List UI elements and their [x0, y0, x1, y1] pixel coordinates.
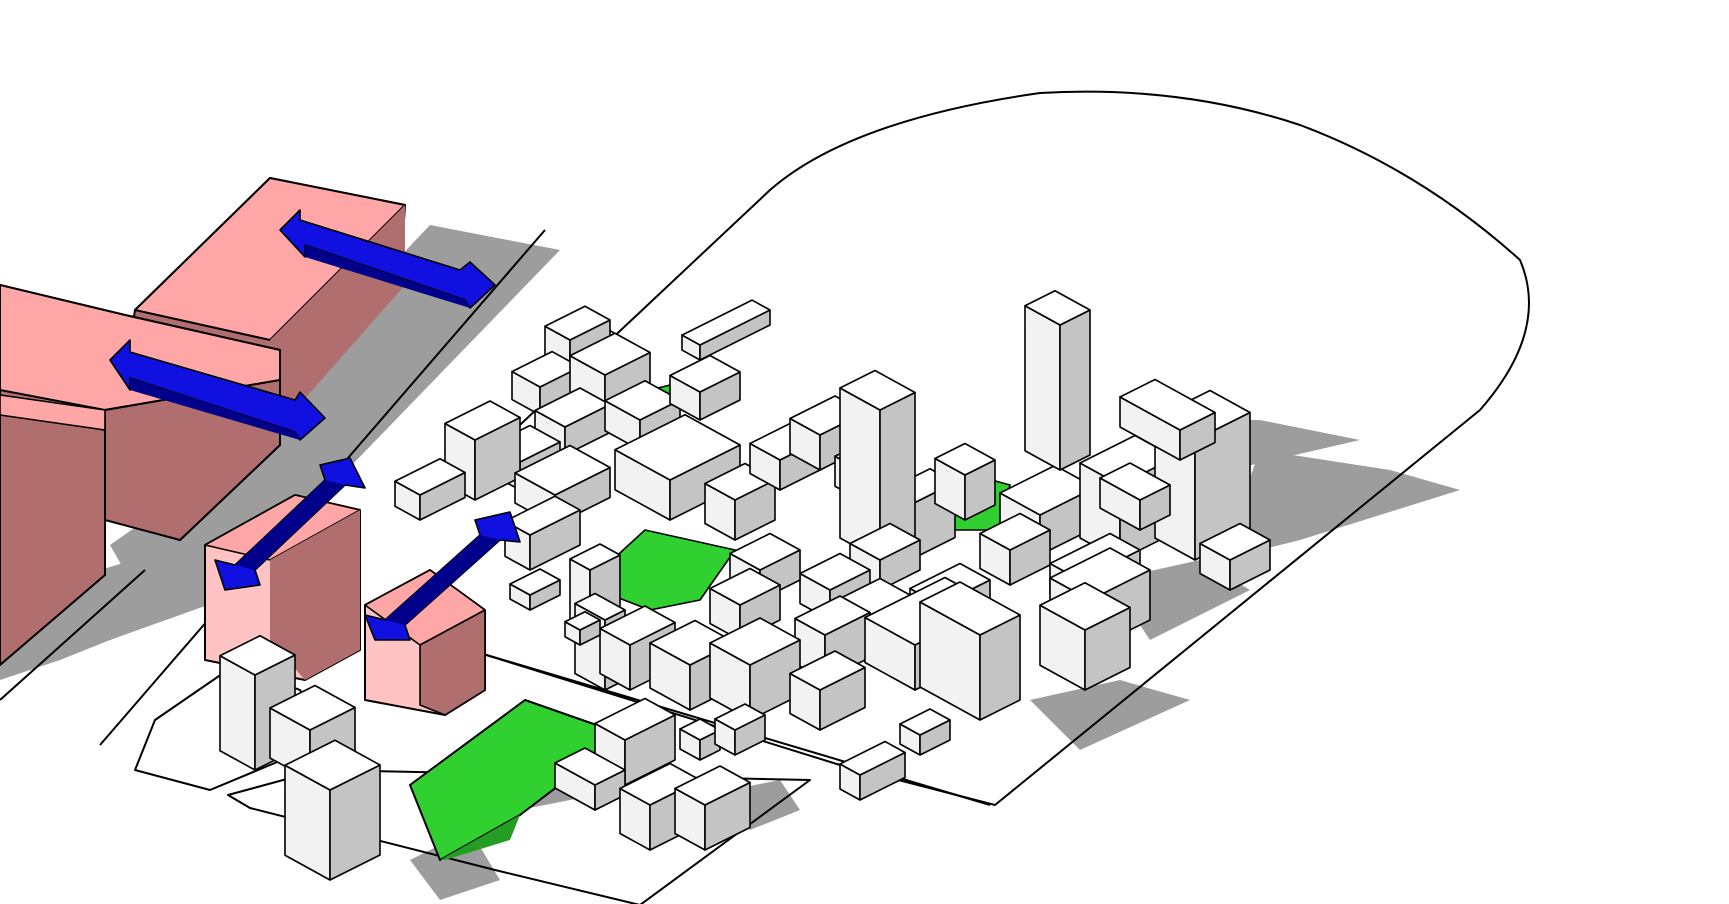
building-block [1199, 522, 1271, 591]
building-roof [1039, 581, 1131, 631]
building-block [1024, 289, 1091, 471]
connection-arrow [214, 457, 366, 591]
building-face-right [1059, 309, 1091, 471]
building-roof [839, 740, 906, 776]
building-roof [729, 532, 801, 571]
building-roof [269, 684, 356, 731]
building-roof [564, 610, 601, 631]
site-boundary [439, 90, 1530, 806]
building-roof [919, 581, 1021, 636]
building-block [789, 650, 866, 731]
building-roof [594, 697, 676, 741]
building-roof [709, 617, 801, 666]
building-roof [674, 765, 751, 806]
connection-arrow [279, 209, 496, 309]
building-roof [679, 718, 721, 741]
building-roof [574, 592, 626, 621]
building-roof [799, 552, 871, 591]
building-roof [569, 543, 621, 571]
building-block [614, 413, 741, 521]
building-roof [1119, 378, 1216, 431]
building-roof [219, 634, 296, 676]
building-roof [789, 650, 866, 691]
building-roof [899, 708, 951, 736]
building-block [504, 495, 581, 571]
building-roof [604, 379, 681, 421]
connection-arrows [109, 209, 521, 641]
building-roof [444, 400, 521, 441]
building-block [899, 708, 951, 756]
building-block [674, 765, 751, 851]
building-block [681, 299, 771, 361]
building-roof [669, 354, 741, 393]
building-face-left [1024, 304, 1061, 471]
building-block [284, 739, 381, 881]
building-block [714, 703, 766, 756]
building-block [509, 568, 561, 611]
building-roof [534, 387, 611, 428]
building-roof [511, 350, 581, 388]
building-roof [934, 442, 996, 476]
building-block [919, 581, 1021, 721]
building-roof [509, 568, 561, 596]
building-roof [714, 703, 766, 731]
buildings [219, 289, 1271, 881]
building-block [669, 354, 741, 421]
building-block [1039, 581, 1131, 691]
building-roof [794, 595, 871, 636]
connection-arrow [109, 339, 326, 441]
building-roof [614, 413, 741, 481]
building-roof [569, 332, 651, 376]
building-roof [599, 605, 676, 646]
building-roof [709, 567, 781, 606]
building-roof [1024, 289, 1091, 326]
building-roof [394, 457, 466, 496]
building-block [709, 617, 801, 721]
building-block [564, 610, 601, 646]
building-roof [1099, 462, 1171, 501]
building-block [839, 740, 906, 801]
building-block [394, 457, 466, 521]
building-block [554, 747, 626, 811]
building-block [1119, 378, 1216, 461]
building-block [979, 512, 1051, 586]
building-roof [839, 369, 916, 411]
building-roof [849, 522, 921, 561]
green-park-center [584, 529, 736, 611]
building-block [444, 400, 521, 501]
building-roof [544, 305, 611, 341]
building-block [1099, 462, 1171, 531]
building-block [679, 718, 721, 761]
building-roof [979, 512, 1051, 551]
building-roof [1199, 522, 1271, 561]
building-roof [681, 299, 771, 346]
building-roof [554, 747, 626, 786]
building-roof [284, 739, 381, 791]
connection-arrow [364, 511, 521, 641]
building-block [839, 369, 916, 561]
building-roof [514, 444, 611, 496]
building-block [934, 442, 996, 521]
